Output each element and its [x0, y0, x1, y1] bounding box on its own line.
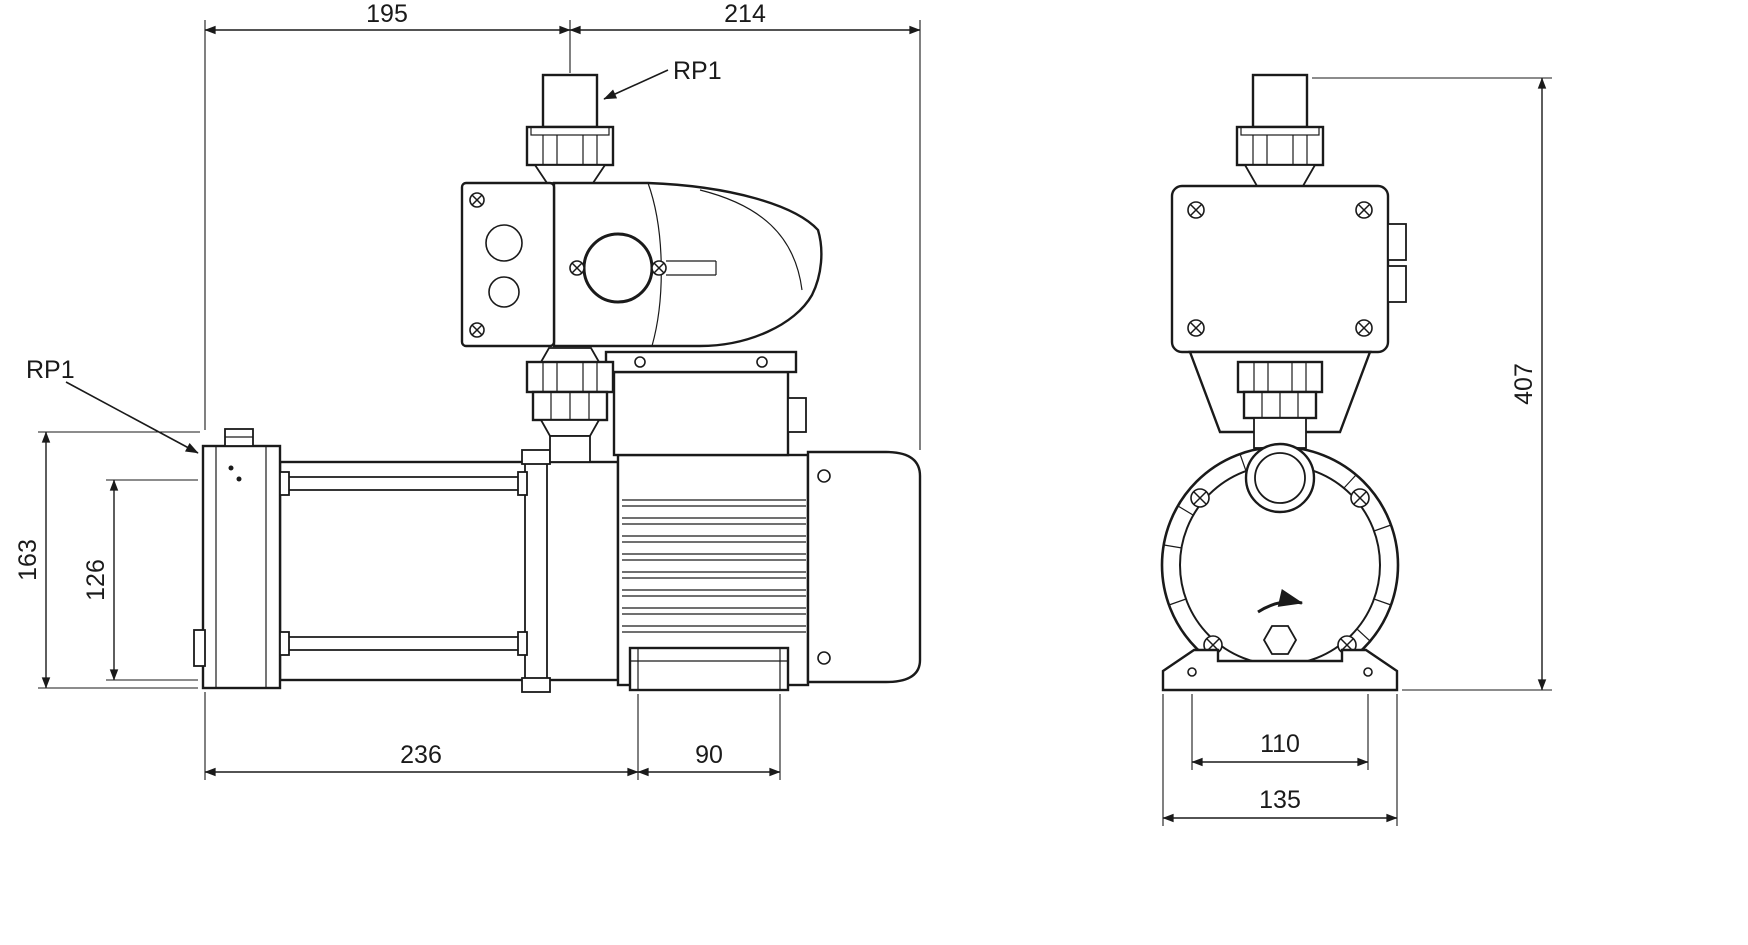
leader-rp1-top: RP1	[603, 57, 722, 100]
discharge-pipe-top	[525, 73, 615, 184]
dim-label-236: 236	[400, 741, 442, 769]
label-rp1-top: RP1	[673, 57, 722, 85]
lower-union	[525, 347, 615, 463]
foot-bolt-hole-left	[1187, 667, 1197, 677]
cable-gland-front-lower	[1387, 265, 1407, 303]
dim-label-195: 195	[366, 0, 408, 28]
dim-label-163: 163	[14, 539, 42, 581]
motor-fins	[622, 499, 806, 633]
label-rp1-inlet: RP1	[26, 356, 75, 384]
drain-port	[193, 629, 206, 667]
foot-bolt-hole-right	[1363, 667, 1373, 677]
dim-label-110: 110	[1260, 730, 1300, 758]
control-unit-plate	[460, 181, 556, 348]
suction-end-piece	[193, 428, 282, 690]
flow-direction-arrow	[1257, 589, 1304, 614]
indicator-port-lower	[488, 276, 520, 308]
dim-left-heights: 163 126	[14, 431, 200, 689]
hex-plug	[1262, 625, 1298, 655]
dim-label-407: 407	[1510, 363, 1538, 405]
dim-front-bottom: 110 135	[1162, 694, 1398, 826]
cable-gland-side	[787, 397, 807, 433]
control-unit	[460, 181, 823, 348]
dim-label-135: 135	[1259, 786, 1301, 814]
dim-top-width: 195 214	[204, 0, 921, 450]
indicator-port-upper	[485, 224, 523, 262]
tie-rods	[279, 471, 528, 656]
base-feet	[1161, 648, 1399, 692]
union-nut-front-top	[1235, 125, 1325, 167]
side-view: 195 214 RP1 RP1 163 126	[14, 0, 922, 780]
union-nut-top	[525, 125, 615, 167]
front-discharge-pipe	[1235, 73, 1325, 187]
dim-label-126: 126	[82, 559, 110, 601]
dim-bottom-lengths: 236 90	[204, 692, 781, 780]
dim-label-214: 214	[724, 0, 766, 28]
leader-rp1-inlet: RP1	[26, 356, 199, 454]
terminal-box-front	[1170, 184, 1407, 354]
clamp-bolt-top	[521, 449, 551, 465]
cable-gland-front-upper	[1387, 223, 1407, 261]
rp1-port-top	[541, 73, 599, 129]
terminal-box-side	[604, 350, 807, 457]
dial-window	[582, 232, 654, 304]
dim-right-height: 407	[1312, 77, 1552, 691]
inlet-port-front	[1244, 442, 1316, 514]
dim-label-90: 90	[695, 741, 723, 769]
pump-sleeve	[278, 449, 620, 693]
front-view: 407 110 135	[1160, 73, 1552, 826]
rp1-port-front	[1251, 73, 1309, 129]
motor-foot	[628, 646, 790, 692]
clamp-bolt-bottom	[521, 677, 551, 693]
fan-cover	[806, 450, 922, 684]
front-collar-union	[1188, 350, 1372, 449]
pump-housing-front	[1160, 442, 1400, 685]
